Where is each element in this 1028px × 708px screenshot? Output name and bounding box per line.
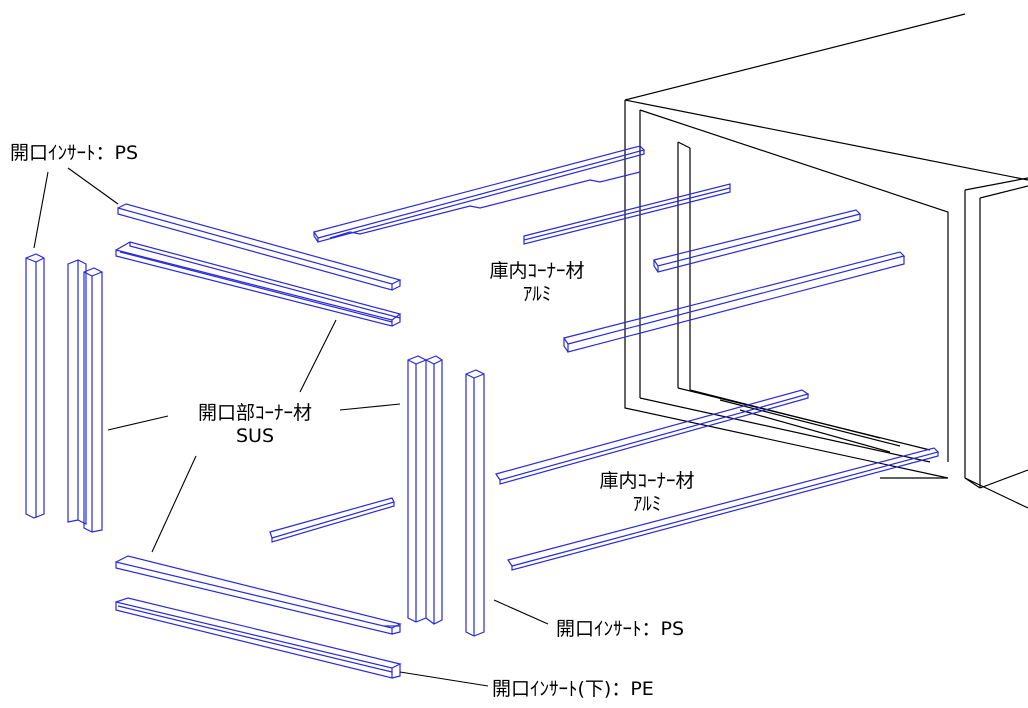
label-interior-corner-upper-line1: 庫内ｺｰﾅｰ材 [489, 260, 585, 282]
cabinet-body [624, 13, 1028, 509]
label-interior-corner-lower: 庫内ｺｰﾅｰ材 ｱﾙﾐ [572, 472, 722, 514]
label-interior-corner-upper-line2: ｱﾙﾐ [522, 283, 552, 305]
label-interior-corner-lower-line2: ｱﾙﾐ [632, 493, 662, 515]
insert-ps-top-bar [117, 203, 402, 291]
interior-corner-upper-1 [523, 183, 731, 245]
insert-ps-center-vertical [465, 369, 485, 637]
label-opening-corner-line1: 開口部ｺｰﾅｰ材 [197, 402, 312, 424]
label-insert-pe-bottom: 開口ｲﾝｻｰﾄ(下)：PE [492, 678, 654, 700]
parts [25, 145, 940, 679]
interior-corner-top-long [313, 145, 646, 243]
label-insert-ps-bottom: 開口ｲﾝｻｰﾄ：PS [556, 618, 685, 640]
opening-corner-left-vertical [67, 259, 103, 533]
opening-corner-bottom-bar [115, 555, 402, 635]
label-opening-corner-line2: SUS [235, 425, 275, 447]
insert-pe-bottom-bar [115, 597, 402, 679]
interior-corner-lower-1 [495, 389, 810, 485]
label-insert-ps-top: 開口ｲﾝｻｰﾄ：PS [10, 142, 139, 164]
label-interior-corner-lower-line1: 庫内ｺｰﾅｰ材 [599, 470, 695, 492]
opening-corner-center-vertical [407, 355, 443, 625]
interior-corner-upper-3 [563, 251, 906, 353]
interior-corner-lower-2 [269, 497, 395, 543]
label-opening-corner: 開口部ｺｰﾅｰ材 SUS [170, 404, 340, 446]
interior-corner-lower-3 [507, 447, 940, 571]
leader-lines [33, 167, 549, 687]
label-interior-corner-upper: 庫内ｺｰﾅｰ材 ｱﾙﾐ [462, 262, 612, 304]
interior-corner-upper-2 [653, 209, 862, 273]
opening-corner-top-bar [115, 241, 402, 327]
insert-ps-left-vertical [25, 253, 45, 519]
